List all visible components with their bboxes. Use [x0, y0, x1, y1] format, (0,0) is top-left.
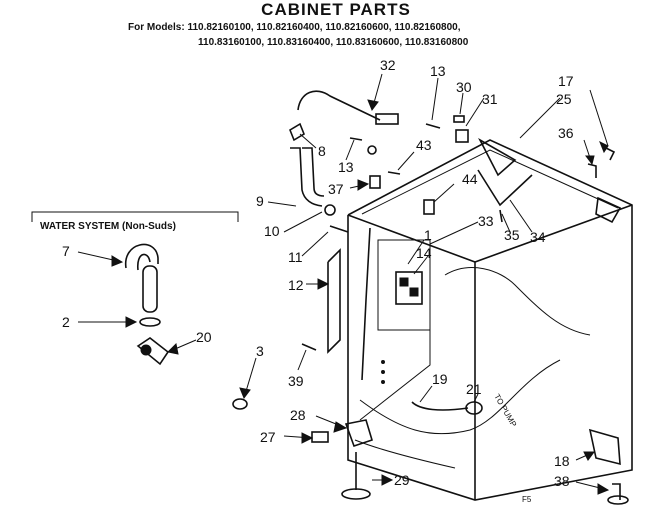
callout-2: 2: [62, 314, 70, 330]
clip-30-icon: [453, 115, 465, 123]
footer-code: F5: [522, 495, 532, 504]
to-pump-label: TO PUMP: [492, 393, 518, 429]
loose-parts: [289, 90, 629, 505]
callout-25: 25: [556, 91, 572, 107]
inlet-hose-icon: [125, 243, 159, 269]
callout-19: 19: [432, 371, 448, 387]
callout-31: 31: [482, 91, 498, 107]
bolt-36-icon: [587, 163, 597, 178]
callout-numbers: 32 13 30 31 17 25 8 13 43 36 9 37 44 10 …: [62, 57, 574, 489]
callout-43: 43: [416, 137, 432, 153]
callout-44: 44: [462, 171, 478, 187]
callout-27: 27: [260, 429, 276, 445]
switch-block-icon: [395, 271, 423, 305]
screw-11-icon: [329, 225, 349, 233]
drain-hose-icon: [290, 147, 323, 207]
screw-13-top-icon: [425, 123, 441, 129]
standpipe-icon: [361, 227, 371, 381]
water-system-inset: WATER SYSTEM (Non-Suds): [31, 211, 248, 410]
model-list: For Models: 110.82160100, 110.82160400, …: [128, 20, 568, 50]
clip-44-icon: [423, 199, 435, 215]
callout-20: 20: [196, 329, 212, 345]
mounting-bracket-icon: [327, 248, 341, 354]
cabinet-outline: [347, 139, 633, 501]
hose-segment-icon: [142, 265, 158, 313]
clip-31-icon: [455, 129, 469, 143]
screw-39-icon: [301, 343, 317, 351]
callout-32: 32: [380, 57, 396, 73]
hose-clamp-icon: [139, 317, 161, 327]
inset-bracket: [31, 211, 239, 222]
callout-21: 21: [466, 381, 482, 397]
callout-17: 17: [558, 73, 574, 89]
corner-bracket-icon: [595, 196, 622, 224]
top-bracket-icon: [478, 137, 517, 177]
arrowheads: [111, 99, 610, 495]
pump-icon: [344, 419, 373, 448]
hose-clamp-top-icon: [324, 204, 336, 216]
wire-harness-icon: [297, 90, 381, 121]
callout-13: 13: [338, 159, 354, 175]
page-title: CABINET PARTS: [261, 0, 411, 19]
callout-38: 38: [554, 473, 570, 489]
model-list-line-2: 110.83160100, 110.83160400, 110.83160600…: [198, 37, 469, 48]
grommet-icon: [289, 122, 305, 142]
callout-39: 39: [288, 373, 304, 389]
clip-27-icon: [311, 431, 329, 443]
callout-30: 30: [456, 79, 472, 95]
callout-34: 34: [530, 229, 546, 245]
rear-panel: [377, 239, 431, 331]
callout-18: 18: [554, 453, 570, 469]
callout-12: 12: [288, 277, 304, 293]
rear-bracket-icon: [588, 428, 621, 466]
callout-8: 8: [318, 143, 326, 159]
callout-14: 14: [416, 245, 432, 261]
clamp-icon: [232, 398, 248, 410]
callout-36: 36: [558, 125, 574, 141]
callout-11: 11: [288, 249, 303, 265]
callout-3: 3: [256, 343, 264, 359]
pump-hose-icon: [411, 401, 469, 411]
screw-13-icon: [349, 137, 363, 141]
inset-label: WATER SYSTEM (Non-Suds): [40, 221, 176, 232]
hose-clamp-21-icon: [465, 401, 483, 415]
callout-10: 10: [264, 223, 280, 239]
callout-7: 7: [62, 243, 70, 259]
leg-38-icon: [612, 483, 621, 500]
callout-35: 35: [504, 227, 520, 243]
screw-35-icon: [499, 209, 503, 223]
cabinet-body: [347, 137, 633, 501]
callout-28: 28: [290, 407, 306, 423]
screw-43-icon: [387, 171, 401, 175]
callout-29: 29: [394, 472, 410, 488]
model-list-line-1: For Models: 110.82160100, 110.82160400, …: [128, 22, 461, 33]
callout-37: 37: [328, 181, 344, 197]
nut-37-icon: [369, 175, 381, 189]
callout-1: 1: [424, 227, 432, 243]
leader-lines: [77, 73, 609, 491]
tub-support-icon: [477, 169, 533, 207]
callout-9: 9: [256, 193, 264, 209]
callout-13-top: 13: [430, 63, 446, 79]
callout-33: 33: [478, 213, 494, 229]
